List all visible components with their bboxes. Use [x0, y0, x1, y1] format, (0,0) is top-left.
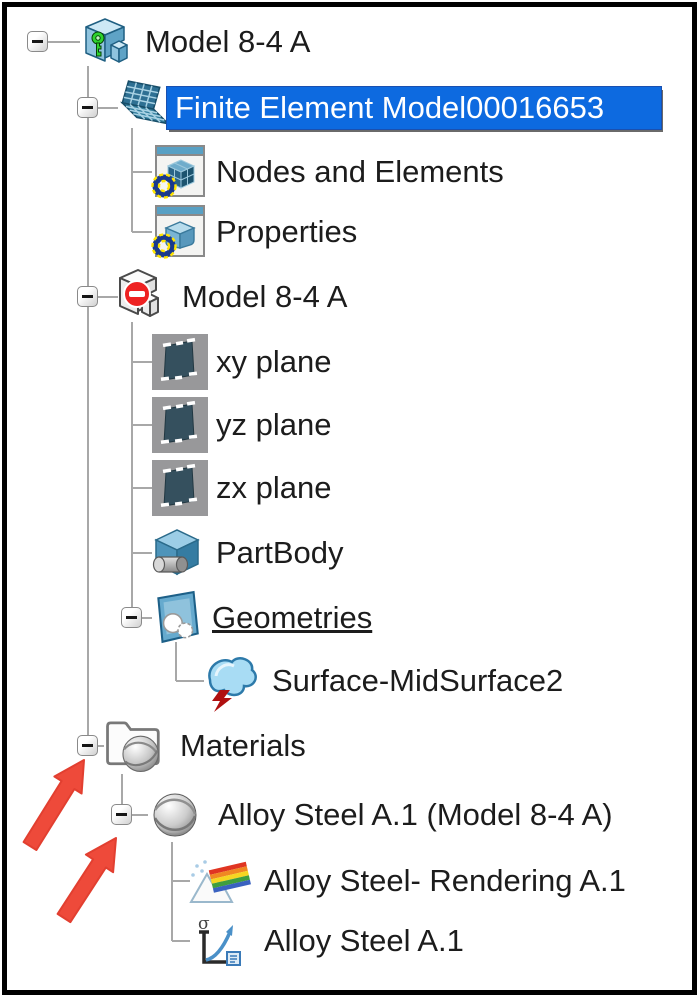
- rainbow-band: [208, 861, 251, 893]
- tree-node-alloy-steel-label[interactable]: Alloy Steel A.1 (Model 8-4 A): [218, 797, 613, 832]
- model2-expander[interactable]: [77, 286, 98, 307]
- tree-node-properties-label[interactable]: Properties: [216, 214, 358, 249]
- selected-node-highlight[interactable]: Finite Element Model00016653: [166, 86, 662, 130]
- tree-node-geometries-label[interactable]: Geometries: [212, 600, 373, 635]
- tree-node-alloy-rendering-label[interactable]: Alloy Steel- Rendering A.1: [264, 863, 626, 898]
- nodes-elements-icon[interactable]: [150, 144, 208, 200]
- partbody-icon[interactable]: [148, 524, 206, 582]
- svg-text:σ: σ: [198, 914, 210, 934]
- tree-node-xy-plane-label[interactable]: xy plane: [216, 344, 332, 379]
- tree-node-nodes-elements-label[interactable]: Nodes and Elements: [216, 154, 504, 189]
- geometries-expander[interactable]: [121, 607, 142, 628]
- tree-node-model2-label[interactable]: Model 8-4 A: [182, 279, 348, 314]
- part-deactivated-icon[interactable]: [112, 266, 166, 326]
- link-badge: [151, 173, 177, 199]
- tree-node-alloy-steel2-label[interactable]: Alloy Steel A.1: [264, 923, 464, 958]
- product-icon[interactable]: [78, 14, 134, 70]
- root-expander[interactable]: [27, 31, 48, 52]
- alloy-steel-expander[interactable]: [111, 804, 132, 825]
- rendering-icon[interactable]: [188, 858, 252, 906]
- tree-node-root-label[interactable]: Model 8-4 A: [145, 24, 311, 59]
- tree-node-zx-plane-label[interactable]: zx plane: [216, 470, 332, 505]
- plane-icon[interactable]: [152, 397, 208, 453]
- materials-expander[interactable]: [77, 735, 98, 756]
- lightning-bolt-glyph: [212, 690, 232, 712]
- tree-node-partbody-label[interactable]: PartBody: [216, 535, 344, 570]
- geometries-icon[interactable]: [150, 590, 204, 648]
- pad-cylinder: [152, 556, 189, 573]
- tree-node-midsurface-label[interactable]: Surface-MidSurface2: [272, 663, 564, 698]
- midsurface-icon[interactable]: [202, 650, 262, 712]
- tree-node-materials-label[interactable]: Materials: [180, 728, 306, 763]
- tree-node-fem-label[interactable]: Finite Element Model00016653: [175, 90, 605, 125]
- materials-folder-icon[interactable]: [102, 714, 166, 776]
- fem-expander[interactable]: [77, 97, 98, 118]
- material-sphere-icon[interactable]: [146, 786, 204, 844]
- green-key-glyph: [91, 31, 105, 57]
- plane-icon[interactable]: [152, 460, 208, 516]
- properties-icon[interactable]: [150, 204, 208, 260]
- tree-node-yz-plane-label[interactable]: yz plane: [216, 407, 332, 442]
- plane-icon[interactable]: [152, 334, 208, 390]
- fem-mesh-icon[interactable]: [114, 80, 168, 132]
- no-entry-badge: [123, 280, 151, 308]
- material-sim-icon[interactable]: σ: [190, 912, 244, 968]
- link-badge: [151, 233, 177, 259]
